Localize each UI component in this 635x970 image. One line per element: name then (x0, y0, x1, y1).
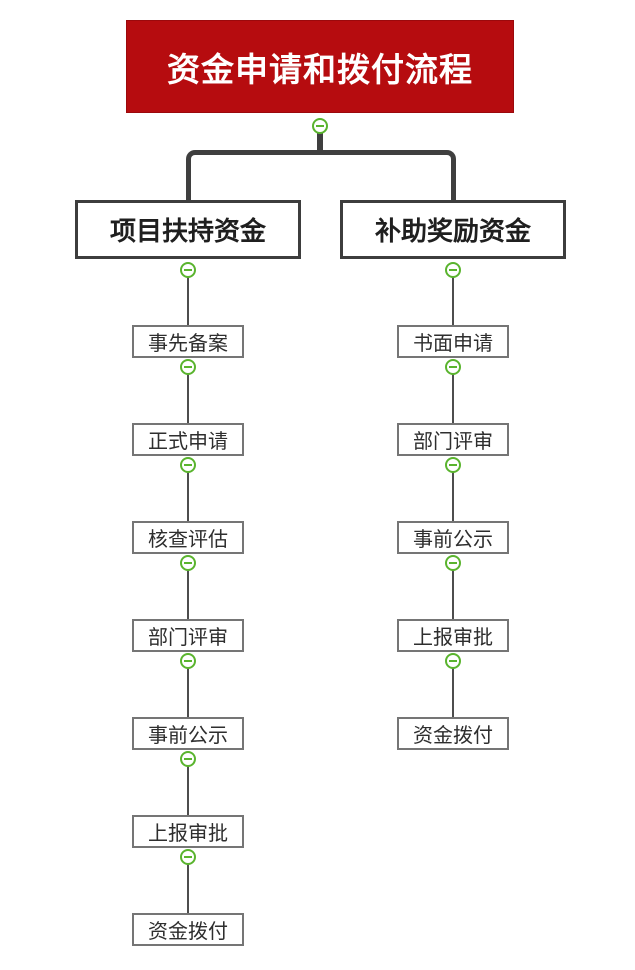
step-node[interactable]: 部门评审 (397, 423, 509, 456)
collapse-toggle-icon[interactable] (312, 118, 328, 134)
minus-icon (184, 464, 192, 466)
minus-icon (184, 269, 192, 271)
step-node[interactable]: 事先备案 (132, 325, 244, 358)
step-node[interactable]: 资金拨付 (397, 717, 509, 750)
step-node[interactable]: 上报审批 (397, 619, 509, 652)
step-node[interactable]: 书面申请 (397, 325, 509, 358)
minus-icon (316, 125, 324, 127)
collapse-toggle-icon[interactable] (445, 653, 461, 669)
minus-icon (184, 758, 192, 760)
collapse-toggle-icon[interactable] (180, 359, 196, 375)
connector-line (187, 668, 189, 717)
connector-line (187, 864, 189, 913)
step-node[interactable]: 事前公示 (397, 521, 509, 554)
branch-topic-right[interactable]: 补助奖励资金 (340, 200, 566, 259)
connector-root-stub (317, 132, 323, 152)
minus-icon (449, 464, 457, 466)
branch-topic-left[interactable]: 项目扶持资金 (75, 200, 301, 259)
connector-line (187, 570, 189, 619)
collapse-toggle-icon[interactable] (180, 751, 196, 767)
step-node[interactable]: 资金拨付 (132, 913, 244, 946)
step-node[interactable]: 事前公示 (132, 717, 244, 750)
minus-icon (184, 366, 192, 368)
connector-line (452, 374, 454, 423)
collapse-toggle-icon[interactable] (180, 457, 196, 473)
connector-root-bracket (186, 150, 456, 200)
step-node[interactable]: 正式申请 (132, 423, 244, 456)
connector-line (187, 766, 189, 815)
collapse-toggle-icon[interactable] (445, 555, 461, 571)
minus-icon (449, 562, 457, 564)
collapse-toggle-icon[interactable] (180, 849, 196, 865)
connector-line (187, 374, 189, 423)
minus-icon (184, 856, 192, 858)
collapse-toggle-icon[interactable] (445, 262, 461, 278)
collapse-toggle-icon[interactable] (180, 262, 196, 278)
step-node[interactable]: 部门评审 (132, 619, 244, 652)
minus-icon (449, 269, 457, 271)
root-topic[interactable]: 资金申请和拨付流程 (126, 20, 514, 113)
connector-line (452, 472, 454, 521)
minus-icon (449, 366, 457, 368)
collapse-toggle-icon[interactable] (180, 555, 196, 571)
minus-icon (184, 660, 192, 662)
minus-icon (449, 660, 457, 662)
step-node[interactable]: 上报审批 (132, 815, 244, 848)
connector-line (452, 570, 454, 619)
connector-line (187, 276, 189, 325)
collapse-toggle-icon[interactable] (445, 457, 461, 473)
step-node[interactable]: 核查评估 (132, 521, 244, 554)
connector-line (187, 472, 189, 521)
collapse-toggle-icon[interactable] (180, 653, 196, 669)
collapse-toggle-icon[interactable] (445, 359, 461, 375)
connector-line (452, 668, 454, 717)
minus-icon (184, 562, 192, 564)
connector-line (452, 276, 454, 325)
